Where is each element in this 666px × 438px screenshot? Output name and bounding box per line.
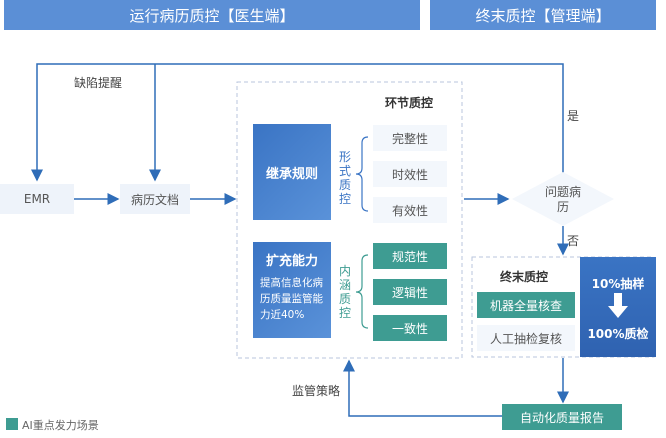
content-item-standard: 规范性 (373, 243, 447, 269)
emr-box: EMR (0, 184, 74, 214)
legend-label: AI重点发力场景 (22, 419, 99, 432)
yes-label: 是 (567, 109, 580, 123)
formal-item-validity: 有效性 (373, 197, 447, 223)
expand-ability-box: 扩充能力 提高信息化病历质量监管能力近40% (253, 242, 331, 338)
header-final-qc: 终末质控【管理端】 (430, 0, 656, 30)
manual-check-box: 人工抽检复核 (477, 325, 575, 351)
sample-pct: 10%抽样 (591, 277, 645, 291)
supervision-label: 监管策略 (292, 384, 341, 398)
final-qc-title: 终末质控 (500, 270, 549, 284)
link-qc-container (236, 81, 463, 359)
header-runtime-qc: 运行病历质控【医生端】 (4, 0, 420, 30)
top-loop-line (31, 63, 564, 183)
expand-ability-desc: 提高信息化病历质量监管能力近40% (260, 277, 323, 321)
auto-report-box: 自动化质量报告 (502, 404, 622, 430)
legend-swatch (6, 418, 18, 430)
content-item-logic: 逻辑性 (373, 279, 447, 305)
full-pct: 100%质检 (587, 327, 649, 341)
inherit-rules-box: 继承规则 (253, 124, 331, 220)
formal-item-timeliness: 时效性 (373, 161, 447, 187)
down-arrow-icon (608, 293, 628, 319)
content-bracket (355, 254, 369, 329)
supervision-loop-line (343, 359, 502, 417)
link-qc-title: 环节质控 (385, 96, 434, 110)
formal-item-completeness: 完整性 (373, 125, 447, 151)
problem-record-label: 问题病历 (544, 185, 581, 214)
formal-bracket (355, 136, 369, 212)
no-label: 否 (567, 234, 580, 248)
content-item-consistency: 一致性 (373, 315, 447, 341)
record-doc-box: 病历文档 (120, 184, 190, 214)
content-qc-label: 内涵质控 (338, 264, 351, 320)
sampling-box: 10%抽样 100%质检 (580, 257, 656, 357)
formal-qc-label: 形式质控 (338, 150, 351, 206)
expand-ability-title: 扩充能力 (265, 254, 318, 269)
problem-record-diamond (512, 172, 614, 226)
defect-reminder-label: 缺陷提醒 (74, 76, 123, 90)
machine-check-box: 机器全量核查 (477, 292, 575, 318)
